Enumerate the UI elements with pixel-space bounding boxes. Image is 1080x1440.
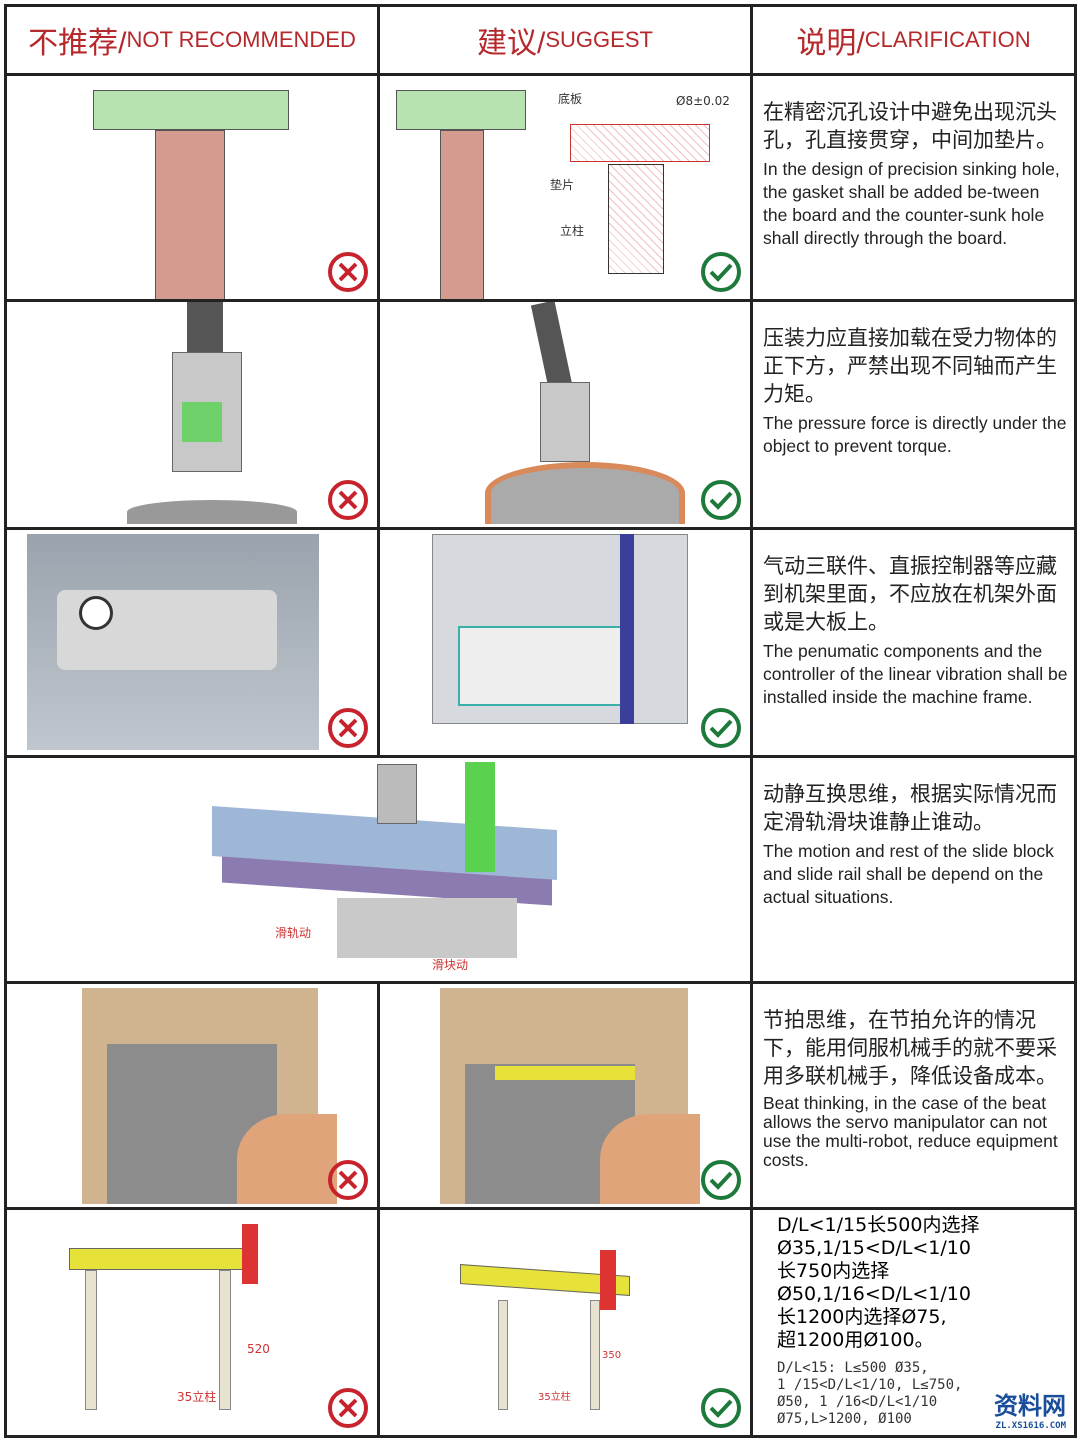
row5-clarification: 节拍思维，在节拍允许的情况下，能用伺服机械手的就不要采用多联机械手，降低设备成本… <box>753 984 1074 1210</box>
rule-line: Ø50,1/16<D/L<1/10 <box>777 1283 971 1305</box>
rule-line-small: Ø75,L>1200, Ø100 <box>777 1411 912 1427</box>
rule-line-small: Ø50, 1 /16<D/L<1/10 <box>777 1394 938 1410</box>
clarification-zh: 节拍思维，在节拍允许的情况下，能用伺服机械手的就不要采用多联机械手，降低设备成本… <box>763 1008 1057 1088</box>
watermark-name: 资料网 <box>994 1392 1066 1420</box>
row6-clarification: D/L<1/15长500内选择 Ø35,1/15<D/L<1/10 长750内选… <box>753 1210 1074 1435</box>
rule-line: 长1200内选择Ø75, <box>777 1306 947 1328</box>
row4-image: 滑轨动 滑块动 <box>7 758 753 984</box>
label-gasket: 垫片 <box>550 178 575 192</box>
row6-bad-image: 520 35立柱 <box>7 1210 380 1435</box>
row2-good-image <box>380 302 753 530</box>
comparison-table: 不推荐/NOT RECOMMENDED 建议/SUGGEST 说明/CLARIF… <box>4 4 1077 1438</box>
watermark-url: ZL.XS1616.COM <box>995 1421 1066 1431</box>
cross-circle-icon <box>328 1388 368 1428</box>
row3-good-image <box>380 530 753 758</box>
row5-good-image <box>380 984 753 1210</box>
row3-bad-image <box>7 530 380 758</box>
row6-good-image: 350 35立柱 <box>380 1210 753 1435</box>
check-circle-icon <box>701 252 741 292</box>
clarification-en: Beat thinking, in the case of the beat a… <box>763 1093 1058 1170</box>
header-en: NOT RECOMMENDED <box>126 27 356 52</box>
row2-bad-image <box>7 302 380 530</box>
rule-line: Ø35,1/15<D/L<1/10 <box>777 1237 971 1259</box>
row4-clarification: 动静互换思维，根据实际情况而定滑轨滑块谁静止谁动。 The motion and … <box>753 758 1074 984</box>
label-dimension: Ø8±0.02 <box>676 94 730 108</box>
label-height-520: 520 <box>247 1342 270 1356</box>
label-block-moves: 滑块动 <box>432 958 469 972</box>
clarification-en: The motion and rest of the slide block a… <box>763 841 1054 907</box>
cross-circle-icon <box>328 480 368 520</box>
label-post: 立柱 <box>560 224 585 238</box>
clarification-zh: 在精密沉孔设计中避免出现沉头孔，孔直接贯穿，中间加垫片。 <box>763 100 1057 152</box>
clarification-zh: 压装力应直接加载在受力物体的正下方，严禁出现不同轴而产生力矩。 <box>763 326 1057 406</box>
cross-circle-icon <box>328 708 368 748</box>
label-rail-moves: 滑轨动 <box>275 926 312 940</box>
clarification-zh: 动静互换思维，根据实际情况而定滑轨滑块谁静止谁动。 <box>763 782 1057 834</box>
header-zh: 说明/ <box>796 27 865 60</box>
rule-line: D/L<1/15长500内选择 <box>777 1214 980 1236</box>
label-board: 底板 <box>558 92 583 106</box>
rule-line: 长750内选择 <box>777 1260 890 1282</box>
row1-clarification: 在精密沉孔设计中避免出现沉头孔，孔直接贯穿，中间加垫片。 In the desig… <box>753 76 1074 302</box>
clarification-en: The penumatic components and the control… <box>763 641 1068 707</box>
label-height-350: 350 <box>602 1350 622 1361</box>
header-zh: 不推荐/ <box>28 27 127 60</box>
check-circle-icon <box>701 708 741 748</box>
cross-circle-icon <box>328 1160 368 1200</box>
check-circle-icon <box>701 1388 741 1428</box>
label-post: 35立柱 <box>538 1392 571 1403</box>
cross-circle-icon <box>328 252 368 292</box>
label-post: 35立柱 <box>177 1390 217 1404</box>
header-zh: 建议/ <box>477 27 546 60</box>
rule-line-small: D/L<15: L≤500 Ø35, <box>777 1360 929 1376</box>
header-suggest: 建议/SUGGEST <box>380 7 753 76</box>
row1-good-image: 底板 垫片 立柱 Ø8±0.02 <box>380 76 753 302</box>
check-circle-icon <box>701 1160 741 1200</box>
clarification-zh: 气动三联件、直振控制器等应藏到机架里面，不应放在机架外面或是大板上。 <box>763 554 1057 634</box>
header-en: SUGGEST <box>545 27 653 52</box>
row2-clarification: 压装力应直接加载在受力物体的正下方，严禁出现不同轴而产生力矩。 The press… <box>753 302 1074 530</box>
rule-line: 超1200用Ø100。 <box>777 1329 934 1351</box>
rule-line-small: 1 /15<D/L<1/10, L≤750, <box>777 1377 963 1393</box>
header-not-recommended: 不推荐/NOT RECOMMENDED <box>7 7 380 76</box>
check-circle-icon <box>701 480 741 520</box>
header-clarification: 说明/CLARIFICATION <box>753 7 1074 76</box>
clarification-en: In the design of precision sinking hole,… <box>763 159 1060 248</box>
row1-bad-image <box>7 76 380 302</box>
clarification-en: The pressure force is directly under the… <box>763 413 1067 456</box>
row5-bad-image <box>7 984 380 1210</box>
header-en: CLARIFICATION <box>864 27 1031 52</box>
row3-clarification: 气动三联件、直振控制器等应藏到机架里面，不应放在机架外面或是大板上。 The pe… <box>753 530 1074 758</box>
